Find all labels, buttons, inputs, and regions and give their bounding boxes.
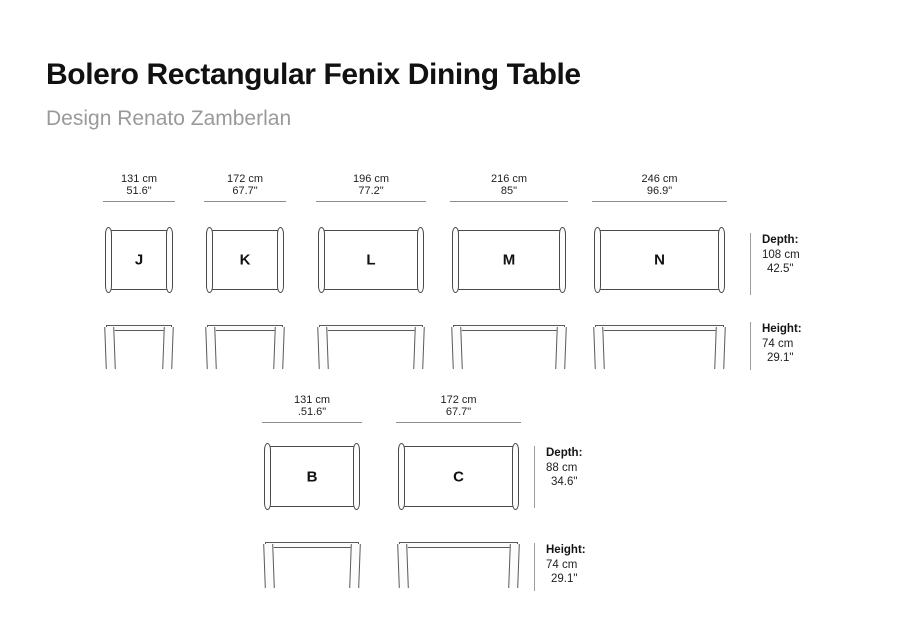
plan-rail-left-N bbox=[594, 227, 601, 293]
plan-rail-right-M bbox=[559, 227, 566, 293]
table-leg-right-L bbox=[413, 327, 425, 369]
width-dimension-rule-C bbox=[396, 422, 521, 423]
plan-rail-right-N bbox=[718, 227, 725, 293]
width-dimension-rule-N bbox=[592, 201, 727, 202]
height-dimension-rule-bottom bbox=[534, 543, 535, 591]
height-dimension-rule-top bbox=[750, 322, 751, 370]
height-callout-cm-bottom: 74 cm bbox=[546, 559, 578, 571]
elevation-view-M bbox=[451, 325, 567, 369]
elevation-view-J bbox=[104, 325, 174, 369]
plan-view-C: C bbox=[398, 443, 519, 510]
depth-callout-in-bottom: 34.6" bbox=[551, 476, 578, 488]
tabletop-slab-N bbox=[595, 325, 724, 331]
unit-code-K: K bbox=[239, 251, 251, 269]
page-title: Bolero Rectangular Fenix Dining Table bbox=[46, 58, 581, 91]
unit-code-C: C bbox=[453, 468, 464, 485]
table-leg-left-B bbox=[263, 544, 275, 588]
table-leg-left-L bbox=[317, 327, 329, 369]
depth-callout-label-bottom: Depth: bbox=[546, 447, 583, 459]
unit-code-J: J bbox=[134, 251, 144, 269]
width-dimension-cm-C: 172 cm bbox=[440, 394, 477, 406]
elevation-view-C bbox=[397, 542, 520, 588]
tabletop-slab-M bbox=[453, 325, 565, 331]
width-dimension-rule-B bbox=[262, 422, 362, 423]
plan-rail-left-L bbox=[318, 227, 325, 293]
width-dimension-cm-B: 131 cm bbox=[293, 394, 331, 406]
table-leg-right-K bbox=[273, 327, 285, 369]
height-callout-label-bottom: Height: bbox=[546, 544, 586, 556]
width-dimension-cm-J: 131 cm bbox=[120, 173, 158, 185]
unit-code-L: L bbox=[366, 251, 376, 269]
tabletop-slab-B bbox=[265, 542, 359, 548]
table-leg-right-J bbox=[162, 327, 174, 369]
table-leg-right-B bbox=[349, 544, 361, 588]
table-leg-left-C bbox=[397, 544, 409, 588]
plan-rail-right-K bbox=[277, 227, 284, 293]
unit-code-M: M bbox=[502, 251, 516, 269]
elevation-view-K bbox=[205, 325, 285, 369]
plan-rail-right-J bbox=[166, 227, 173, 293]
page-subtitle: Design Renato Zamberlan bbox=[46, 106, 292, 130]
height-callout-label-top: Height: bbox=[762, 323, 802, 335]
unit-code-B: B bbox=[306, 468, 318, 485]
table-leg-left-N bbox=[593, 327, 605, 369]
table-leg-right-M bbox=[555, 327, 567, 369]
height-callout-cm-top: 74 cm bbox=[762, 338, 794, 350]
table-leg-right-N bbox=[714, 327, 726, 369]
tabletop-slab-L bbox=[319, 325, 423, 331]
depth-callout-in-top: 42.5" bbox=[767, 263, 794, 275]
table-leg-left-J bbox=[104, 327, 116, 369]
plan-view-N: N bbox=[594, 227, 725, 293]
depth-dimension-rule-top bbox=[750, 233, 751, 295]
plan-rail-right-B bbox=[353, 443, 360, 510]
plan-view-M: M bbox=[452, 227, 566, 293]
width-dimension-rule-J bbox=[103, 201, 175, 202]
header: Bolero Rectangular Fenix Dining Table De… bbox=[46, 58, 846, 131]
depth-callout-cm-bottom: 88 cm bbox=[546, 462, 578, 474]
plan-rail-right-L bbox=[417, 227, 424, 293]
tabletop-slab-C bbox=[399, 542, 518, 548]
plan-view-J: J bbox=[105, 227, 173, 293]
width-dimension-cm-M: 216 cm bbox=[490, 173, 528, 185]
width-dimension-in-J: 51.6" bbox=[126, 185, 152, 197]
elevation-view-B bbox=[263, 542, 361, 588]
table-leg-left-M bbox=[451, 327, 463, 369]
plan-rail-right-C bbox=[512, 443, 519, 510]
plan-view-L: L bbox=[318, 227, 424, 293]
width-dimension-cm-L: 196 cm bbox=[352, 173, 390, 185]
plan-view-K: K bbox=[206, 227, 284, 293]
depth-callout-cm-top: 108 cm bbox=[762, 249, 800, 261]
unit-code-N: N bbox=[654, 251, 665, 269]
plan-rail-left-B bbox=[264, 443, 271, 510]
plan-rail-left-M bbox=[452, 227, 459, 293]
width-dimension-rule-K bbox=[204, 201, 286, 202]
width-dimension-rule-M bbox=[450, 201, 568, 202]
plan-rail-left-K bbox=[206, 227, 213, 293]
width-dimension-rule-L bbox=[316, 201, 426, 202]
depth-callout-label-top: Depth: bbox=[762, 234, 799, 246]
table-leg-right-C bbox=[508, 544, 520, 588]
height-callout-in-top: 29.1" bbox=[767, 352, 794, 364]
elevation-view-L bbox=[317, 325, 425, 369]
width-dimension-cm-N: 246 cm bbox=[641, 173, 678, 185]
width-dimension-in-N: 96.9" bbox=[646, 185, 673, 197]
plan-rail-left-C bbox=[398, 443, 405, 510]
width-dimension-in-K: 67.7" bbox=[232, 185, 258, 197]
tabletop-slab-K bbox=[207, 325, 283, 331]
table-leg-left-K bbox=[205, 327, 217, 369]
depth-dimension-rule-bottom bbox=[534, 446, 535, 508]
tabletop-slab-J bbox=[106, 325, 172, 331]
elevation-view-N bbox=[593, 325, 726, 369]
width-dimension-in-B: .51.6" bbox=[297, 406, 327, 418]
width-dimension-in-C: 67.7" bbox=[445, 406, 472, 418]
width-dimension-cm-K: 172 cm bbox=[226, 173, 264, 185]
height-callout-in-bottom: 29.1" bbox=[551, 573, 578, 585]
width-dimension-in-L: 77.2" bbox=[358, 185, 384, 197]
plan-view-B: B bbox=[264, 443, 360, 510]
width-dimension-in-M: 85" bbox=[500, 185, 518, 197]
plan-rail-left-J bbox=[105, 227, 112, 293]
